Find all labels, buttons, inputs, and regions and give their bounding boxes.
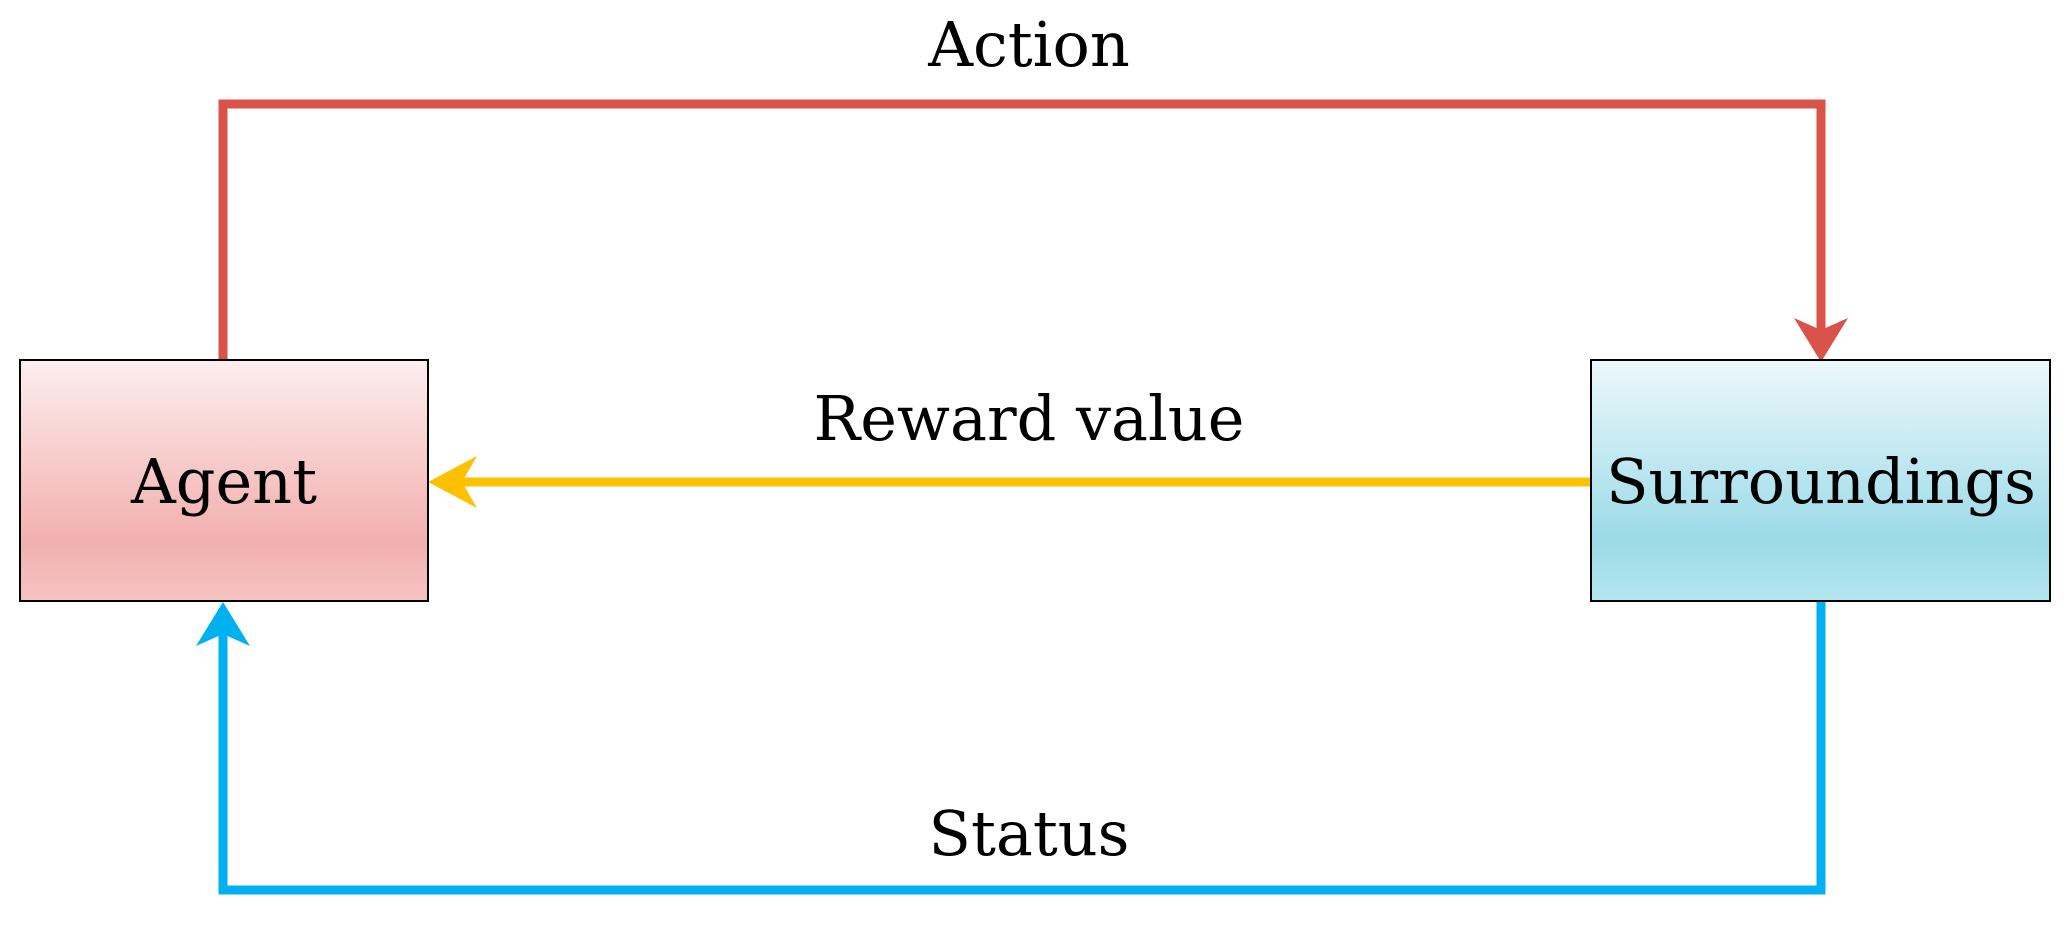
reward-label: Reward value [814, 382, 1245, 455]
status-arrowhead [196, 602, 250, 646]
surroundings-node: Surroundings [1590, 359, 2051, 602]
status-arrow-line [218, 600, 1826, 895]
agent-node: Agent [19, 359, 429, 602]
action-arrowhead [1794, 318, 1848, 362]
reward-edge: Reward value [428, 382, 1591, 508]
reward-arrowhead [428, 456, 477, 508]
surroundings-label: Surroundings [1606, 445, 2036, 518]
agent-label: Agent [130, 445, 317, 518]
action-edge: Action [218, 8, 1848, 362]
surroundings-box [1590, 359, 2051, 602]
status-label: Status [928, 797, 1129, 870]
agent-box [19, 359, 429, 602]
action-arrow-line [218, 99, 1826, 362]
action-label: Action [927, 8, 1130, 81]
status-edge: Status [196, 600, 1826, 895]
